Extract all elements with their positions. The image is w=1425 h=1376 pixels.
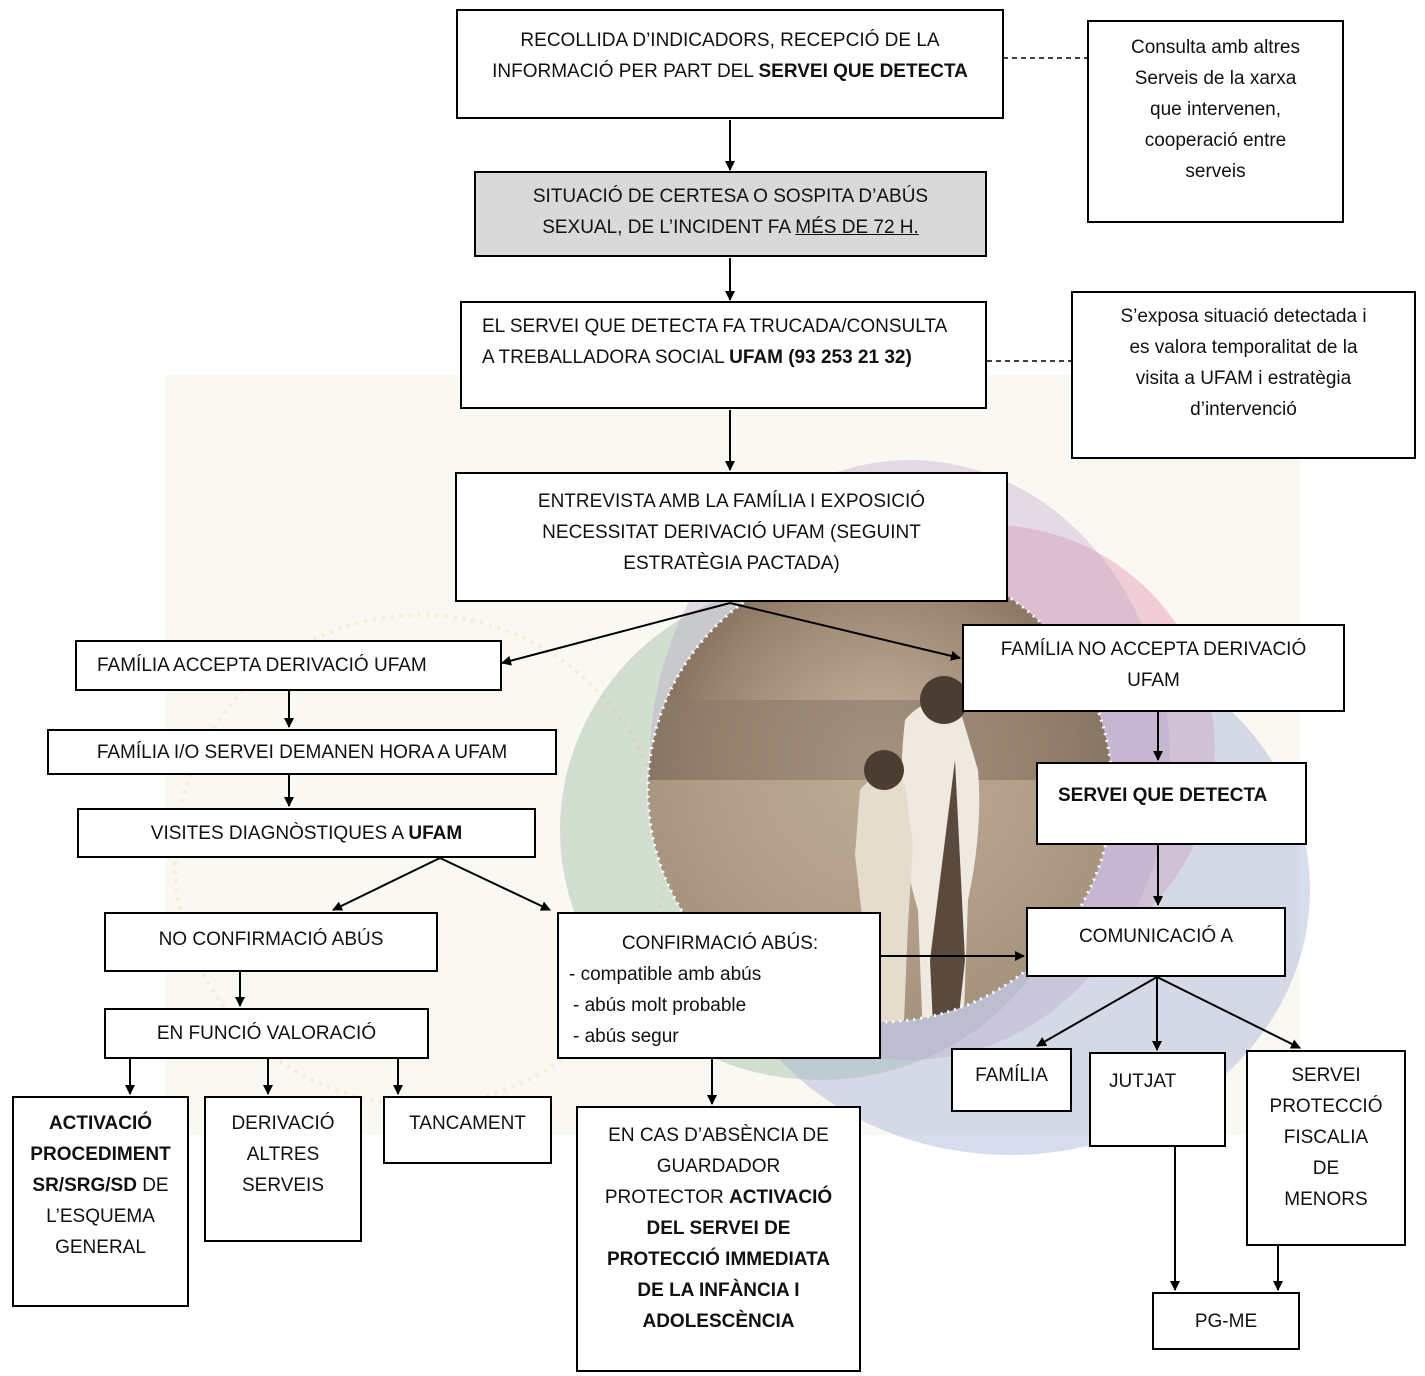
node-fiscalia-line4: DE — [1312, 1158, 1340, 1179]
node-confirmacio-line3: - abús molt probable — [573, 995, 747, 1016]
node-trucada-line1: EL SERVEI QUE DETECTA FA TRUCADA/CONSULT… — [482, 316, 948, 337]
node-activacio-line3-bold: SR/SRG/SD — [32, 1175, 137, 1196]
node-accepta: FAMÍLIA ACCEPTA DERIVACIÓ UFAM — [75, 640, 502, 691]
node-visites-line1-bold: UFAM — [408, 823, 463, 844]
node-consulta-line1: Consulta amb altres — [1131, 37, 1300, 58]
node-visites-line1: VISITES DIAGNÒSTIQUES A — [150, 823, 409, 844]
node-no-accepta-line1: FAMÍLIA NO ACCEPTA DERIVACIÓ — [1000, 639, 1307, 660]
node-comunicacio: COMUNICACIÓ A — [1026, 907, 1286, 977]
node-activacio: ACTIVACIÓ PROCEDIMENT SR/SRG/SD DE L’ESQ… — [12, 1096, 189, 1307]
node-no-accepta: FAMÍLIA NO ACCEPTA DERIVACIÓ UFAM — [962, 624, 1345, 712]
node-derivacio: DERIVACIÓ ALTRES SERVEIS — [204, 1096, 362, 1242]
node-activacio-line3: DE — [136, 1175, 169, 1196]
node-confirmacio-line4: - abús segur — [573, 1026, 679, 1047]
node-recollida-line1: RECOLLIDA D’INDICADORS, RECEPCIÓ DE LA — [520, 30, 940, 51]
node-absencia-line4: DEL SERVEI DE — [646, 1218, 791, 1239]
node-activacio-line1: ACTIVACIÓ — [48, 1113, 153, 1134]
node-entrevista-line1: ENTREVISTA AMB LA FAMÍLIA I EXPOSICIÓ — [537, 491, 926, 512]
node-servei-detecta-line1: SERVEI QUE DETECTA — [1058, 785, 1268, 806]
node-visites: VISITES DIAGNÒSTIQUES A UFAM — [77, 808, 536, 858]
node-familia-line1: FAMÍLIA — [975, 1065, 1048, 1086]
node-no-confirmacio: NO CONFIRMACIÓ ABÚS — [104, 912, 438, 972]
node-fiscalia-line1: SERVEI — [1291, 1065, 1361, 1086]
node-entrevista: ENTREVISTA AMB LA FAMÍLIA I EXPOSICIÓ NE… — [455, 472, 1008, 602]
node-tancament: TANCAMENT — [383, 1096, 552, 1164]
node-jutjat-line1: JUTJAT — [1109, 1071, 1177, 1092]
node-derivacio-line3: SERVEIS — [241, 1175, 325, 1196]
node-demanen-line1: FAMÍLIA I/O SERVEI DEMANEN HORA A UFAM — [96, 742, 508, 763]
node-absencia-line3: PROTECTOR — [604, 1187, 730, 1208]
node-consulta-line3: que intervenen, — [1150, 99, 1281, 120]
node-recollida-line2-bold: SERVEI QUE DETECTA — [758, 61, 968, 82]
node-absencia-line6: DE LA INFÀNCIA I — [637, 1280, 800, 1301]
node-derivacio-line1: DERIVACIÓ — [231, 1113, 335, 1134]
node-fiscalia-line5: MENORS — [1284, 1189, 1368, 1210]
node-activacio-line4: L’ESQUEMA — [46, 1206, 155, 1227]
node-no-accepta-line2: UFAM — [1127, 670, 1180, 691]
node-exposa-line2: es valora temporalitat de la — [1129, 337, 1358, 358]
node-tancament-line1: TANCAMENT — [409, 1113, 526, 1134]
node-jutjat: JUTJAT — [1089, 1052, 1226, 1147]
node-fiscalia-line3: FISCALIA — [1283, 1127, 1369, 1148]
node-demanen: FAMÍLIA I/O SERVEI DEMANEN HORA A UFAM — [47, 729, 557, 775]
node-consulta-line4: cooperació entre — [1144, 130, 1287, 151]
node-absencia: EN CAS D’ABSÈNCIA DE GUARDADOR PROTECTOR… — [576, 1106, 861, 1372]
node-consulta-line2: Serveis de la xarxa — [1134, 68, 1297, 89]
node-servei-detecta: SERVEI QUE DETECTA — [1036, 762, 1307, 845]
node-activacio-line5: GENERAL — [55, 1237, 146, 1258]
node-trucada: EL SERVEI QUE DETECTA FA TRUCADA/CONSULT… — [460, 301, 987, 409]
node-accepta-line1: FAMÍLIA ACCEPTA DERIVACIÓ UFAM — [97, 655, 427, 676]
node-confirmacio-line1: CONFIRMACIÓ ABÚS: — [621, 933, 819, 954]
node-exposa-line1: S’exposa situació detectada i — [1120, 306, 1367, 327]
node-absencia-line2: GUARDADOR — [656, 1156, 781, 1177]
node-activacio-line2: PROCEDIMENT — [30, 1144, 171, 1165]
node-exposa-line3: visita a UFAM i estratègia — [1135, 368, 1352, 389]
node-exposa-line4: d’intervenció — [1190, 399, 1297, 420]
node-situacio-line2: SEXUAL, DE L’INCIDENT FA — [542, 217, 796, 238]
node-trucada-line2-bold: UFAM (93 253 21 32) — [729, 347, 912, 368]
node-fiscalia: SERVEI PROTECCIÓ FISCALIA DE MENORS — [1246, 1050, 1406, 1246]
node-absencia-line1: EN CAS D’ABSÈNCIA DE — [608, 1125, 829, 1146]
node-consulta-line5: serveis — [1185, 161, 1246, 182]
node-entrevista-line2: NECESSITAT DERIVACIÓ UFAM (SEGUINT — [542, 522, 921, 543]
node-familia: FAMÍLIA — [951, 1048, 1072, 1112]
node-en-funcio-line1: EN FUNCIÓ VALORACIÓ — [156, 1023, 377, 1044]
node-entrevista-line3: ESTRATÈGIA PACTADA) — [623, 553, 840, 574]
node-confirmacio-line2: - compatible amb abús — [569, 964, 762, 985]
node-absencia-line3-bold: ACTIVACIÓ — [729, 1187, 833, 1208]
node-pgme-line1: PG-ME — [1194, 1311, 1258, 1332]
node-situacio-line2-underlined: MÉS DE 72 H. — [795, 217, 919, 238]
node-fiscalia-line2: PROTECCIÓ — [1269, 1096, 1383, 1117]
node-situacio-line1: SITUACIÓ DE CERTESA O SOSPITA D’ABÚS — [532, 186, 929, 207]
node-comunicacio-line1: COMUNICACIÓ A — [1078, 926, 1234, 947]
node-derivacio-line2: ALTRES — [246, 1144, 320, 1165]
node-trucada-line2: A TREBALLADORA SOCIAL — [482, 347, 730, 368]
node-en-funcio: EN FUNCIÓ VALORACIÓ — [104, 1008, 429, 1059]
node-recollida: RECOLLIDA D’INDICADORS, RECEPCIÓ DE LA I… — [456, 9, 1004, 119]
node-absencia-line7: ADOLESCÈNCIA — [642, 1311, 795, 1332]
node-no-confirmacio-line1: NO CONFIRMACIÓ ABÚS — [158, 929, 384, 950]
node-confirmacio: CONFIRMACIÓ ABÚS: - compatible amb abús … — [557, 912, 881, 1059]
node-pgme: PG-ME — [1152, 1292, 1300, 1350]
node-exposa: S’exposa situació detectada i es valora … — [1071, 291, 1416, 459]
node-consulta: Consulta amb altres Serveis de la xarxa … — [1087, 20, 1344, 223]
node-absencia-line5: PROTECCIÓ IMMEDIATA — [606, 1249, 831, 1270]
node-situacio: SITUACIÓ DE CERTESA O SOSPITA D’ABÚS SEX… — [474, 171, 987, 257]
node-recollida-line2: INFORMACIÓ PER PART DEL — [492, 61, 759, 82]
